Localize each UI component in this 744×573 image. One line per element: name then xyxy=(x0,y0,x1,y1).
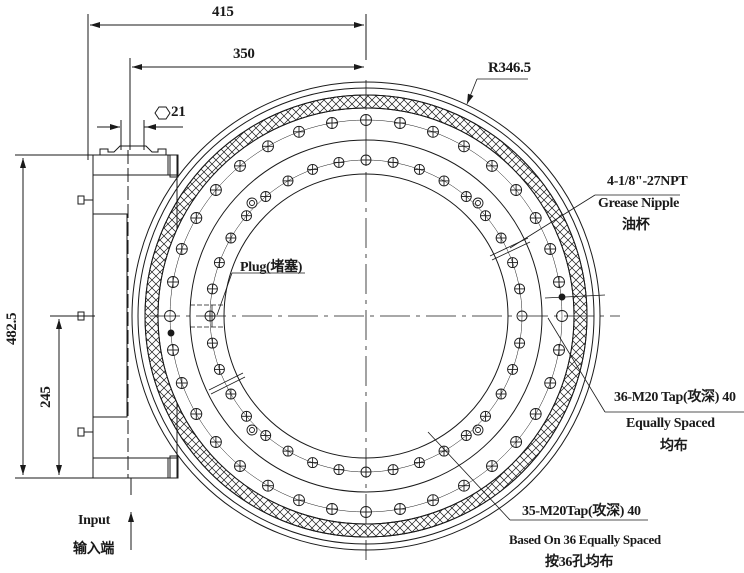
dimension-415-label: 415 xyxy=(212,4,234,20)
inner-tap-leader xyxy=(427,431,648,521)
inner-tap-label: Based On 36 Equally Spaced xyxy=(509,532,661,547)
plug-label: Plug(堵塞) xyxy=(240,260,303,275)
grease-nipple-label: Grease Nipple xyxy=(598,196,680,211)
dimension-350 xyxy=(129,58,364,150)
input-label: Input xyxy=(78,513,110,528)
dimension-245 xyxy=(50,315,95,475)
center-lines xyxy=(150,80,620,560)
dimension-415 xyxy=(87,14,367,160)
inner-bolt-holes xyxy=(204,154,528,478)
outer-bolt-holes xyxy=(164,114,568,518)
outer-tap-label-cn: 均布 xyxy=(660,439,688,454)
dimension-482.5 xyxy=(15,154,95,479)
dimension-350-label: 350 xyxy=(233,46,255,62)
outer-radius-label: R346.5 xyxy=(488,60,531,76)
plug-detail xyxy=(190,272,305,328)
dimension-482.5-label: 482.5 xyxy=(4,312,20,345)
dimension-245-label: 245 xyxy=(38,386,54,408)
input-label-cn: 输入端 xyxy=(73,542,115,557)
inner-tap-label-cn: 按36孔均布 xyxy=(545,555,614,570)
radius-leader xyxy=(466,78,528,105)
grease-nipple-label-cn: 油杯 xyxy=(622,218,650,233)
hex-size-label: 21 xyxy=(171,104,186,120)
grease-nipple-leader xyxy=(208,194,680,395)
outer-tap-leader xyxy=(544,294,744,413)
outer-tap-spec: 36-M20 Tap(攻深) 40 xyxy=(614,390,736,405)
inner-tap-spec: 35-M20Tap(攻深) 40 xyxy=(522,504,641,519)
outer-tap-label: Equally Spaced xyxy=(626,416,715,431)
grease-nipple-spec: 4-1/8"-27NPT xyxy=(607,174,688,189)
